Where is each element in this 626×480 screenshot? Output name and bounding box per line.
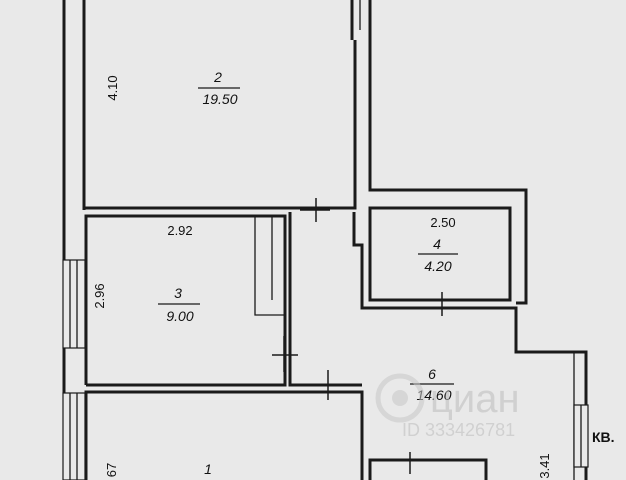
room-2-number: 2 xyxy=(213,69,222,85)
room-6-area: 14.60 xyxy=(416,387,451,403)
room-3-number: 3 xyxy=(174,285,182,301)
window-left-lower xyxy=(62,392,86,480)
room-2-walls xyxy=(82,0,361,210)
room-1-dimension-side: 67 xyxy=(104,463,119,477)
door-ticks xyxy=(272,198,443,474)
room-4-dimension: 2.50 xyxy=(430,215,455,230)
room-1-walls xyxy=(84,390,364,480)
room-2-area: 19.50 xyxy=(202,91,237,107)
watermark-brand: циан xyxy=(430,377,520,421)
room-3-dimension-top: 2.92 xyxy=(167,223,192,238)
watermark-id: ID 333426781 xyxy=(402,420,515,440)
room-1-number: 1 xyxy=(204,461,212,477)
room-bottom-small-walls xyxy=(368,458,488,480)
upper-right-wall xyxy=(368,0,528,305)
room-6-number: 6 xyxy=(428,366,436,382)
apartment-label: КВ. xyxy=(592,429,615,445)
room-3-dimension-side: 2.96 xyxy=(92,283,107,308)
room-3-walls xyxy=(84,214,287,387)
room-3-area: 9.00 xyxy=(166,308,193,324)
dimension-right: 3.41 xyxy=(537,453,552,478)
room-4-number: 4 xyxy=(433,236,441,252)
room-4-walls xyxy=(368,206,512,302)
watermark-logo-icon xyxy=(375,373,425,423)
room-2-dimension: 4.10 xyxy=(105,75,120,100)
window-right-lower xyxy=(573,404,589,468)
watermark: циан ID 333426781 xyxy=(375,373,520,440)
window-left-upper xyxy=(62,259,86,349)
room-4-area: 4.20 xyxy=(424,258,451,274)
